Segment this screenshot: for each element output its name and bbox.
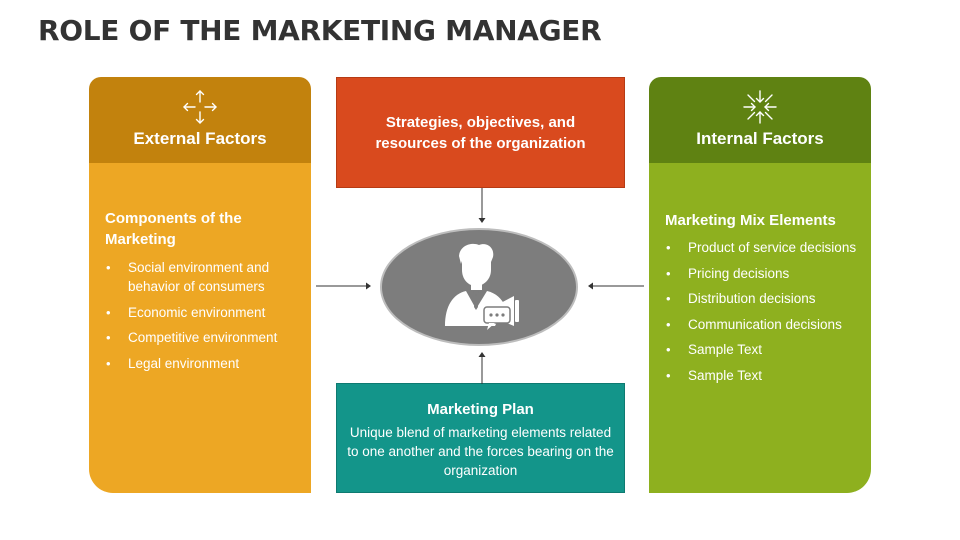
- internal-heading: Marketing Mix Elements: [665, 212, 836, 229]
- internal-list: Product of service decisions Pricing dec…: [665, 238, 863, 391]
- internal-factors-header: Internal Factors: [649, 77, 871, 163]
- arrow-up-to-center: [478, 352, 486, 384]
- internal-factors-body: Marketing Mix Elements Product of servic…: [649, 163, 871, 493]
- list-item: Economic environment: [105, 303, 303, 322]
- list-item: Product of service decisions: [665, 238, 863, 257]
- internal-factors-title: Internal Factors: [696, 129, 824, 148]
- strategies-box: Strategies, objectives, and resources of…: [336, 77, 625, 188]
- external-factors-header: External Factors: [89, 77, 311, 163]
- arrow-down-to-center: [478, 188, 486, 223]
- list-item: Social environment and behavior of consu…: [105, 258, 303, 296]
- marketing-plan-box: Marketing Plan Unique blend of marketing…: [336, 383, 625, 493]
- external-factors-card: External Factors Components of the Marke…: [89, 77, 311, 493]
- external-factors-title: External Factors: [133, 129, 267, 148]
- list-item: Legal environment: [105, 354, 303, 373]
- list-item: Competitive environment: [105, 328, 303, 347]
- expand-arrows-icon: [183, 90, 217, 124]
- strategies-text: Strategies, objectives, and resources of…: [375, 113, 586, 152]
- external-factors-body: Components of the Marketing Social envir…: [89, 163, 311, 493]
- marketing-plan-title: Marketing Plan: [427, 401, 534, 418]
- list-item: Pricing decisions: [665, 264, 863, 283]
- list-item: Distribution decisions: [665, 289, 863, 308]
- marketing-plan-text: Unique blend of marketing elements relat…: [347, 425, 614, 478]
- arrow-left-to-center: [588, 282, 644, 290]
- slide-title: ROLE OF THE MARKETING MANAGER: [38, 14, 602, 47]
- list-item: Communication decisions: [665, 315, 863, 334]
- compress-arrows-icon: [743, 90, 777, 124]
- list-item: Sample Text: [665, 340, 863, 359]
- marketing-manager-ellipse: [380, 228, 578, 346]
- arrow-right-to-center: [316, 282, 371, 290]
- list-item: Sample Text: [665, 366, 863, 385]
- external-list: Social environment and behavior of consu…: [105, 258, 303, 379]
- internal-factors-card: Internal Factors Marketing Mix Elements …: [649, 77, 871, 493]
- manager-megaphone-icon: [445, 243, 519, 330]
- external-heading: Components of the Marketing: [105, 210, 242, 248]
